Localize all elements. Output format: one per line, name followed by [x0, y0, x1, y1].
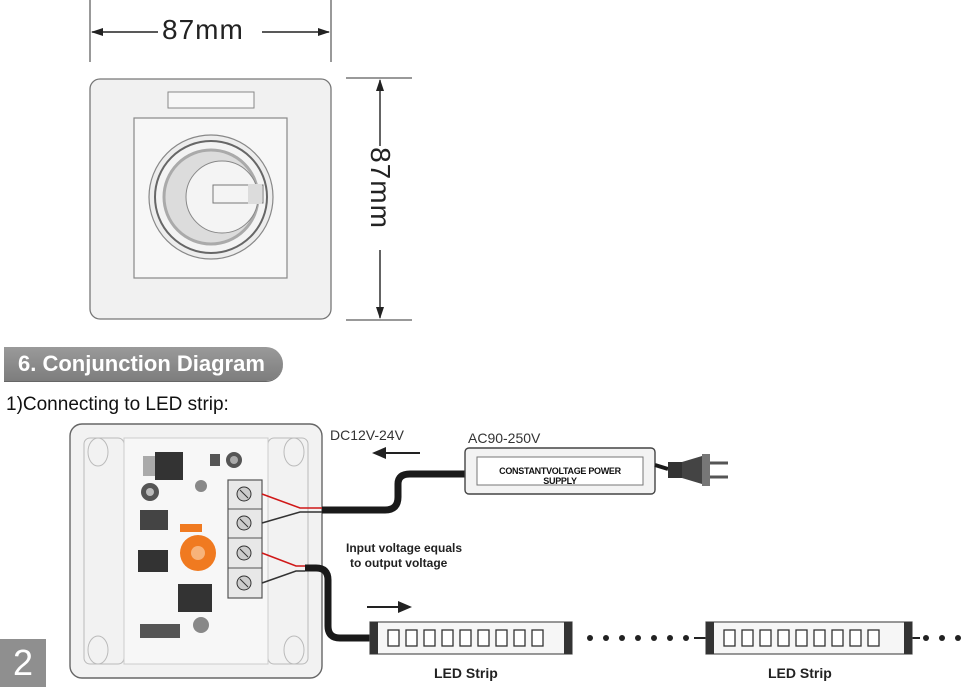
controller-board	[69, 423, 323, 679]
section-title: 6. Conjunction Diagram	[4, 347, 283, 381]
led-strip-2	[705, 621, 913, 655]
height-dimension-label: 87mm	[365, 147, 396, 229]
power-supply	[464, 447, 728, 495]
ac-voltage-label: AC90-250V	[468, 430, 541, 446]
power-supply-label: CONSTANTVOLTAGE POWER SUPPLY	[499, 466, 621, 486]
dimension-drawing	[89, 0, 412, 321]
voltage-note-line-2: to output voltage	[350, 556, 448, 570]
wiring-diagram	[69, 423, 961, 679]
page-number: 2	[0, 639, 46, 687]
led-strip-1	[369, 621, 573, 655]
width-dimension-label: 87mm	[162, 14, 244, 45]
dimmer-panel	[89, 78, 332, 320]
led-strip-1-label: LED Strip	[434, 665, 498, 681]
voltage-note-line-1: Input voltage equals	[346, 541, 463, 555]
led-strip-2-label: LED Strip	[768, 665, 832, 681]
dc-voltage-label: DC12V-24V	[330, 427, 404, 443]
section-subtitle: 1)Connecting to LED strip:	[6, 394, 229, 415]
